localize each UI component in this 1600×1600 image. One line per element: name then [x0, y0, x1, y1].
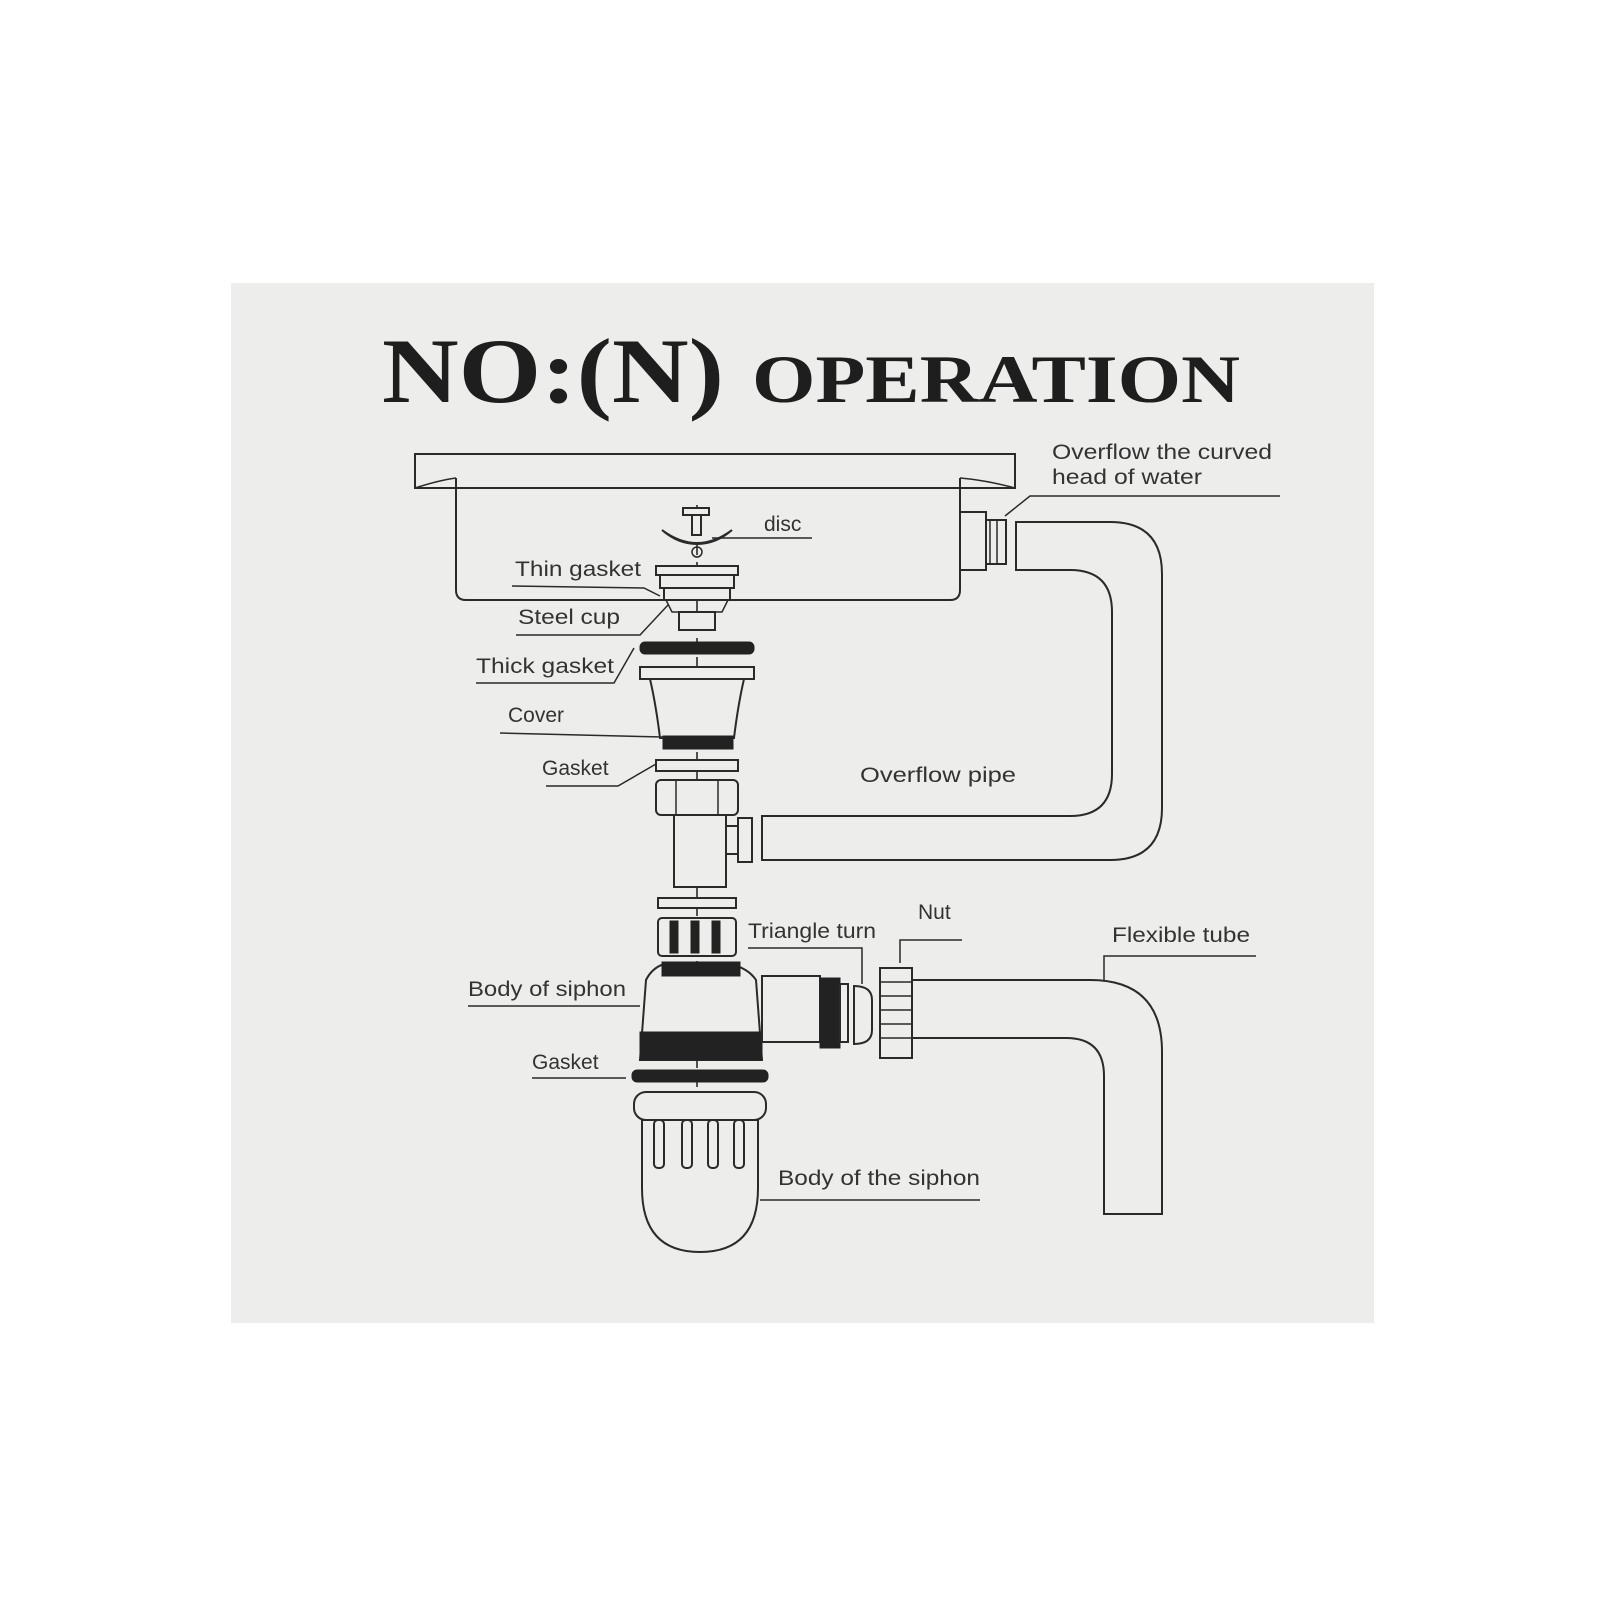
upper-gasket-part — [655, 759, 739, 772]
label-triangle-turn: Triangle turn — [748, 920, 876, 943]
flexible-tube — [911, 979, 1163, 1215]
label-thin-gasket: Thin gasket — [515, 558, 641, 581]
upper-nut-part — [655, 779, 739, 816]
label-body-of-the-siphon: Body of the siphon — [778, 1167, 980, 1190]
label-disc: disc — [764, 513, 801, 536]
overflow-pipe — [761, 521, 1163, 861]
steel-cup-part — [655, 565, 739, 631]
instruction-sheet — [231, 283, 1374, 1323]
cover-part — [639, 666, 755, 750]
label-thick-gasket: Thick gasket — [476, 655, 614, 678]
title-word: OPERATION — [752, 341, 1240, 417]
leader-lines — [468, 495, 1280, 1201]
label-gasket-upper: Gasket — [542, 757, 609, 780]
lower-gasket-part — [631, 1069, 769, 1083]
label-nut: Nut — [918, 901, 951, 924]
overflow-head-fitting — [959, 511, 1007, 571]
triangle-turn-part — [853, 984, 873, 1046]
label-overflow-pipe: Overflow pipe — [860, 764, 1016, 787]
lower-ring-part — [657, 897, 737, 909]
label-flexible-tube: Flexible tube — [1112, 924, 1250, 947]
label-overflow-head-line1: Overflow the curved — [1052, 441, 1272, 464]
siphon-bottle-part — [633, 1091, 767, 1254]
disc-part — [661, 507, 733, 558]
thick-gasket-part — [639, 641, 755, 655]
lower-nut-part — [657, 917, 737, 957]
title-prefix: NO:(N) — [382, 320, 724, 422]
label-overflow-head-line2: head of water — [1052, 466, 1202, 489]
overflow-tee-part — [673, 814, 753, 888]
label-cover: Cover — [508, 704, 564, 727]
label-body-of-siphon: Body of siphon — [468, 978, 626, 1001]
label-gasket-lower: Gasket — [532, 1051, 599, 1074]
label-steel-cup: Steel cup — [518, 606, 620, 629]
body-of-siphon-part — [638, 961, 849, 1061]
side-nut-part — [879, 967, 913, 1059]
